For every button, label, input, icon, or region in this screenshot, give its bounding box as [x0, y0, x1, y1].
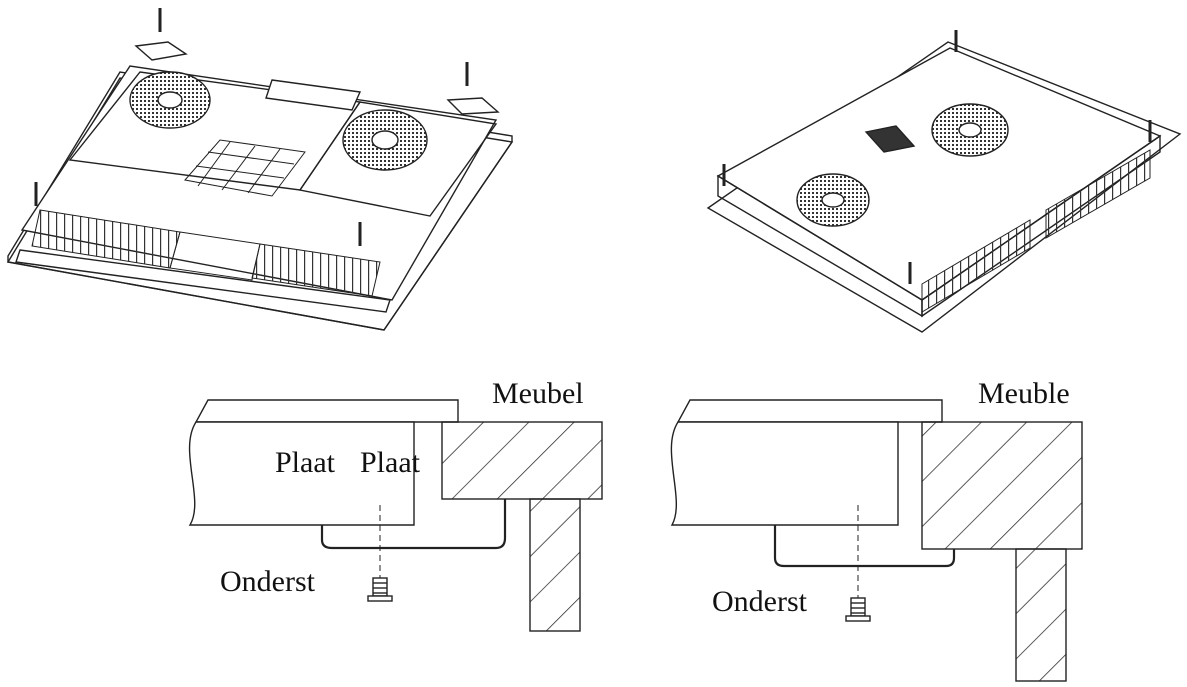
bottom-label-left: Onderst — [220, 565, 315, 598]
hob-top-illustration — [706, 30, 1182, 333]
furniture-label-left: Meubel — [492, 377, 584, 410]
plate-label-1: Plaat — [275, 446, 335, 479]
furniture-label-right: Meuble — [978, 377, 1070, 410]
screw-icon — [367, 577, 393, 602]
cross-section-left — [188, 399, 603, 632]
screw-icon — [845, 597, 871, 622]
plate-label-2: Plaat — [360, 446, 420, 479]
hob-underside-illustration — [6, 8, 514, 331]
cross-section-right — [670, 399, 1083, 682]
bottom-label-right: Onderst — [712, 585, 807, 618]
